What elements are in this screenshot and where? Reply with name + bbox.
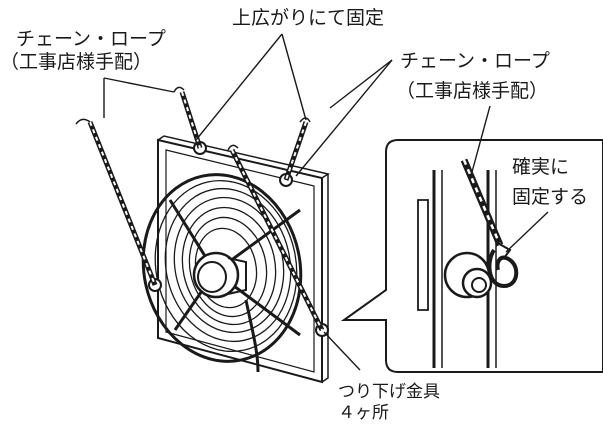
detail-callout bbox=[340, 105, 603, 373]
power-cable bbox=[244, 299, 260, 373]
hanger-label-line1: つり下げ金具 bbox=[338, 382, 440, 402]
chain-rope-left-label-line1: チェーン・ロープ bbox=[16, 28, 166, 50]
chain-rope-right-label-line1: チェーン・ロープ bbox=[400, 50, 550, 72]
chain-rope-right-label-line2: （工事店様手配） bbox=[396, 80, 549, 102]
motor-hub bbox=[192, 251, 247, 299]
hanger-label-line2: ４ヶ所 bbox=[338, 403, 389, 423]
fixed-upward-label: 上広がりにて固定 bbox=[232, 7, 385, 29]
leader-lines bbox=[103, 33, 393, 371]
secure-label-line1: 確実に bbox=[512, 156, 570, 178]
secure-label-line2: 固定する bbox=[512, 186, 589, 208]
chain-rope-left-label-line2: （工事店様手配） bbox=[0, 51, 153, 73]
